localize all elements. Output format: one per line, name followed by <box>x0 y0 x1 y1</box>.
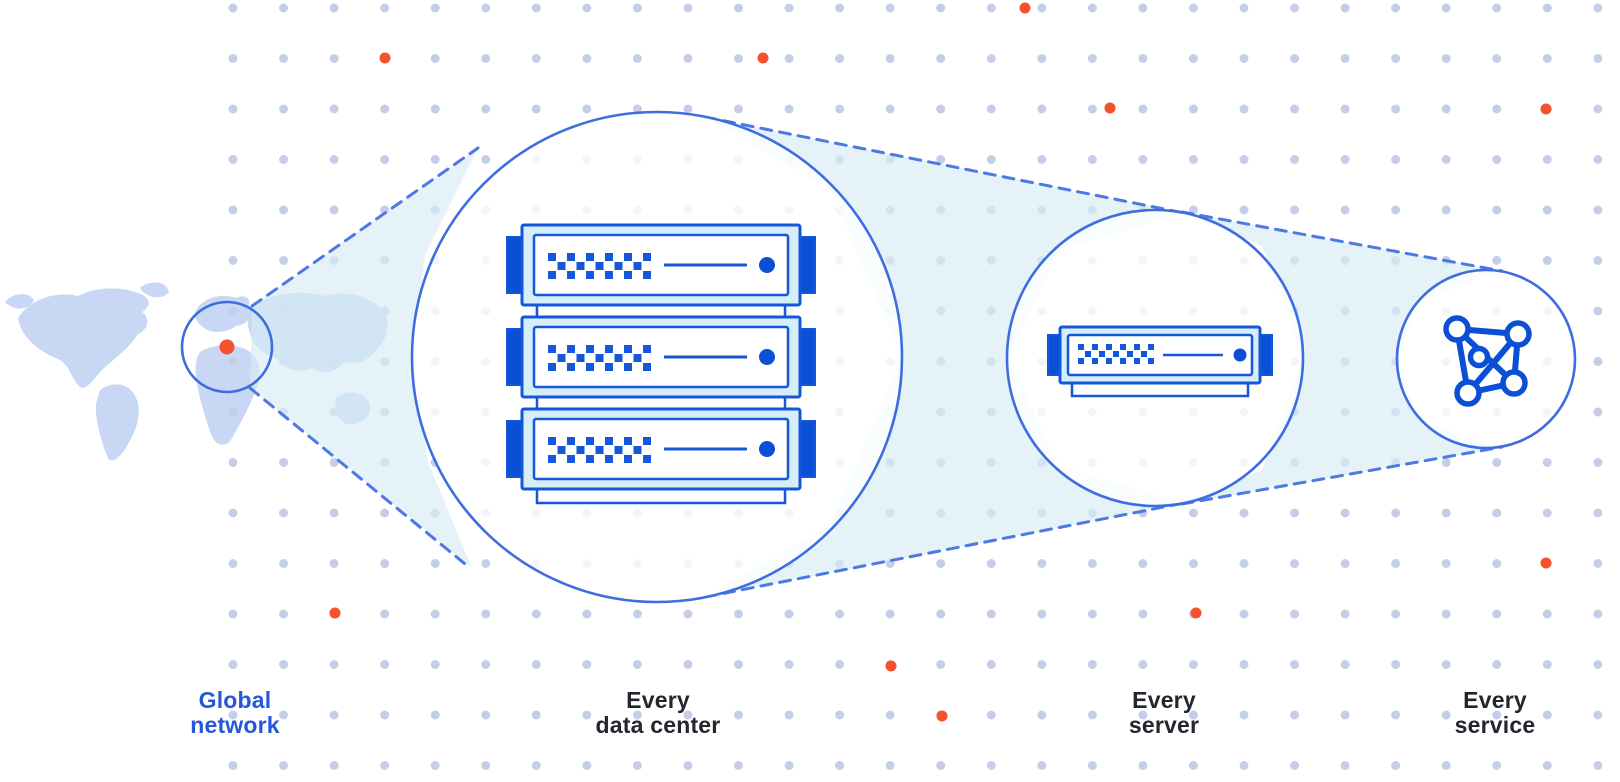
label-global-network-line2: network <box>190 712 280 738</box>
label-every-server-line2: server <box>1128 712 1200 738</box>
label-every-data-center: Every data center <box>596 688 721 738</box>
server-rack <box>506 223 816 505</box>
label-every-service-line2: service <box>1454 712 1536 738</box>
label-global-network-line1: Global <box>198 687 272 713</box>
label-every-server-line1: Every <box>1132 687 1196 713</box>
map-marker-dot <box>219 339 235 355</box>
single-server <box>1047 325 1273 398</box>
label-global-network: Global network <box>190 688 280 738</box>
accent-dots <box>329 2 1552 722</box>
zoom-beams <box>248 115 1504 599</box>
label-every-server: Every server <box>1129 688 1199 738</box>
label-every-service-line1: Every <box>1463 687 1527 713</box>
label-every-service: Every service <box>1455 688 1536 738</box>
label-every-data-center-line2: data center <box>595 712 721 738</box>
network-icon <box>1443 315 1532 407</box>
label-every-data-center-line1: Every <box>626 687 690 713</box>
